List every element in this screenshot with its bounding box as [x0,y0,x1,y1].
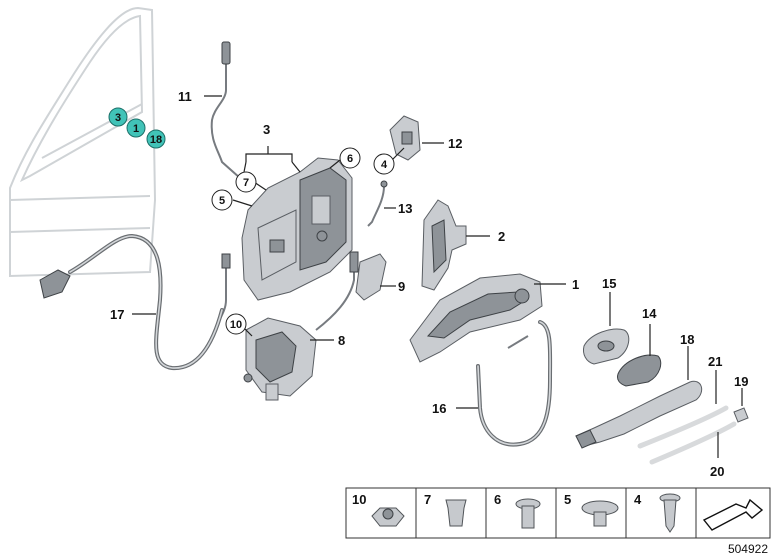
part-8-actuator [213,251,359,401]
callout-15[interactable]: 15 [602,276,616,291]
fastener-cell-7[interactable]: 7 [424,492,467,527]
part-17-cable [39,233,224,371]
callout-3[interactable]: 3 [263,122,270,137]
svg-text:21: 21 [708,354,722,369]
callout-20[interactable]: 20 [710,464,724,479]
door-marker-3[interactable]: 3 [108,107,128,127]
svg-text:10: 10 [230,319,242,331]
svg-text:13: 13 [398,201,412,216]
part-18-handle [575,380,703,449]
svg-text:1: 1 [133,123,139,135]
part-9-bracket [355,253,387,301]
callout-19[interactable]: 19 [734,374,748,389]
svg-text:4: 4 [381,159,388,171]
svg-text:9: 9 [398,279,405,294]
part-2-bracket [421,199,467,291]
part-3-lock-housing [241,157,353,301]
callout-17[interactable]: 17 [110,307,124,322]
callout-5[interactable]: 5 [211,189,233,211]
callout-11[interactable]: 11 [178,89,192,104]
part-13-rod [367,180,388,227]
callout-8[interactable]: 8 [338,333,345,348]
svg-text:12: 12 [448,136,462,151]
svg-text:18: 18 [680,332,694,347]
svg-text:6: 6 [347,153,353,165]
svg-text:14: 14 [642,306,657,321]
callout-1[interactable]: 1 [572,277,579,292]
part-1-handle-carrier [409,273,543,363]
callout-12[interactable]: 12 [448,136,462,151]
svg-text:20: 20 [710,464,724,479]
door-marker-1[interactable]: 1 [126,118,146,138]
callout-9[interactable]: 9 [398,279,405,294]
callout-4[interactable]: 4 [373,153,395,175]
svg-text:1: 1 [572,277,579,292]
svg-text:5: 5 [219,195,225,207]
callout-7[interactable]: 7 [235,171,257,193]
callout-18[interactable]: 18 [680,332,694,347]
callout-16[interactable]: 16 [432,401,446,416]
svg-text:6: 6 [494,492,501,507]
part-14-cap [617,354,662,387]
svg-text:7: 7 [243,177,249,189]
door-marker-18[interactable]: 18 [146,129,166,149]
part-15-cap [583,328,630,365]
svg-text:16: 16 [432,401,446,416]
callout-21[interactable]: 21 [708,354,722,369]
part-21-trim [637,405,729,449]
fastener-cell-4[interactable]: 4 [634,492,681,533]
svg-text:15: 15 [602,276,616,291]
svg-text:19: 19 [734,374,748,389]
part-19-clip [733,407,749,423]
svg-text:3: 3 [263,122,270,137]
svg-text:11: 11 [178,89,192,104]
callout-10[interactable]: 10 [225,313,247,335]
diagram-id: 504922 [728,542,768,556]
svg-text:7: 7 [424,492,431,507]
fastener-cell-5[interactable]: 5 [564,492,619,527]
door-outline [9,6,157,278]
fastener-table [345,487,771,539]
fastener-cell-6[interactable]: 6 [494,492,541,529]
svg-text:17: 17 [110,307,124,322]
part-16-cable [476,320,553,447]
callout-13[interactable]: 13 [398,201,412,216]
svg-text:10: 10 [352,492,366,507]
svg-text:8: 8 [338,333,345,348]
part-12-striker [389,115,421,161]
svg-text:4: 4 [634,492,642,507]
part-11-rod [210,41,241,179]
svg-text:3: 3 [115,112,121,124]
svg-text:5: 5 [564,492,571,507]
svg-text:18: 18 [150,134,162,146]
fastener-cell-10[interactable]: 10 [352,492,405,527]
svg-text:2: 2 [498,229,505,244]
part-20-trim [649,421,737,465]
callout-2[interactable]: 2 [498,229,505,244]
callout-14[interactable]: 14 [642,306,657,321]
callout-6[interactable]: 6 [339,147,361,169]
fastener-cell-arrow [702,498,764,531]
